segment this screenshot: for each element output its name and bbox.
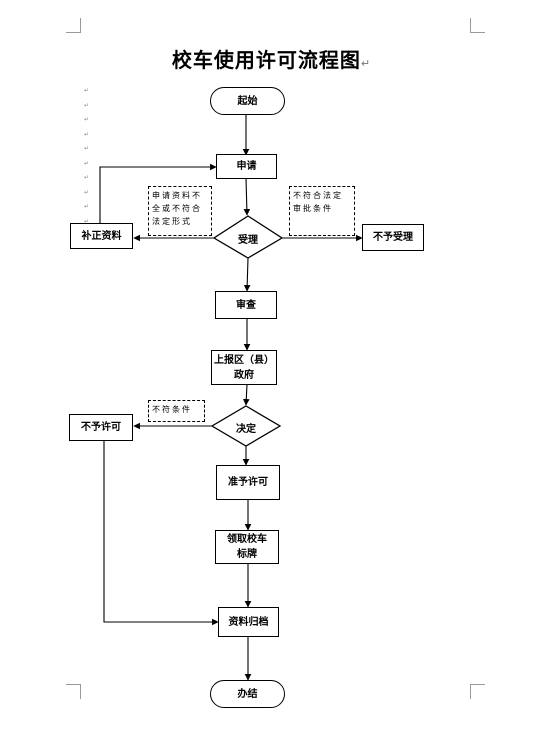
page-title: 校车使用许可流程图↵ xyxy=(0,44,543,73)
node-finish: 办结 xyxy=(210,680,285,708)
node-apply: 申请 xyxy=(216,154,277,179)
arrow-apply-accept xyxy=(243,177,251,216)
arrow-supplement-apply xyxy=(99,163,217,224)
crop-mark-bottom-right xyxy=(470,684,485,699)
node-archive: 资料归档 xyxy=(218,607,279,637)
node-reject-accept: 不予受理 xyxy=(362,224,424,251)
title-text: 校车使用许可流程图 xyxy=(171,48,361,72)
node-deny: 不予许可 xyxy=(69,414,133,441)
node-review: 审查 xyxy=(215,291,277,319)
note-not-in-scope: 不符合法定 审批条件 xyxy=(289,186,355,236)
crop-mark-top-left xyxy=(66,18,81,33)
node-report: 上报区（县） 政府 xyxy=(211,350,277,385)
paragraph-marks: ↵↵↵↵↵↵↵↵↵↵ xyxy=(84,87,90,225)
node-supplement: 补正资料 xyxy=(70,223,133,249)
note-not-meet: 不符条件 xyxy=(148,400,205,422)
arrow-accept-review xyxy=(243,257,251,292)
return-mark: ↵ xyxy=(360,57,372,70)
node-start: 起始 xyxy=(210,87,285,115)
arrow-report-decision xyxy=(242,383,250,406)
node-decision: 决定 xyxy=(236,424,256,435)
arrow-deny-archive xyxy=(103,440,219,626)
note-incomplete: 申请资料不 全或不符合 法定形式 xyxy=(148,186,212,236)
crop-mark-bottom-left xyxy=(66,684,81,699)
node-collect: 领取校车 标牌 xyxy=(215,530,279,564)
node-accept: 受理 xyxy=(238,235,258,246)
crop-mark-top-right xyxy=(470,18,485,33)
node-grant: 准予许可 xyxy=(216,465,280,500)
